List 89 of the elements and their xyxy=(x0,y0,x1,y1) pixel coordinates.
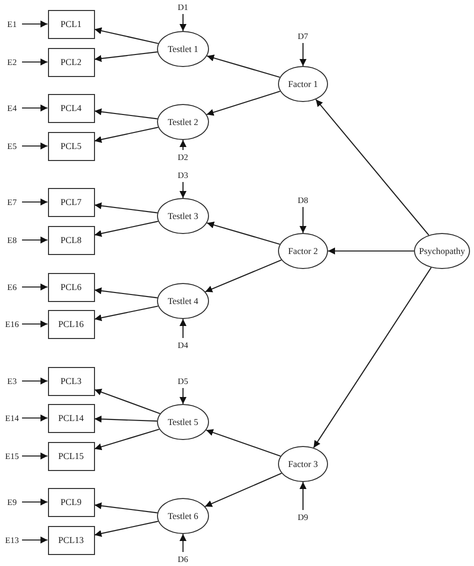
error-term-label: D2 xyxy=(175,152,191,162)
arrow xyxy=(94,51,158,62)
indicator-box: PCL5 xyxy=(48,132,94,160)
arrow xyxy=(180,14,186,31)
latent-variable-ellipse: Testlet 6 xyxy=(157,498,209,534)
arrow xyxy=(22,142,48,150)
arrow xyxy=(206,222,280,245)
indicator-box: PCL9 xyxy=(48,488,94,516)
arrow xyxy=(313,267,432,448)
error-term-label: E8 xyxy=(4,235,20,245)
arrow xyxy=(94,306,158,322)
error-term-label: D9 xyxy=(295,512,311,522)
arrow xyxy=(94,520,158,537)
error-term-label: D1 xyxy=(175,2,191,12)
arrow xyxy=(315,99,430,236)
latent-variable-ellipse: Psychopathy xyxy=(414,233,470,269)
indicator-box: PCL3 xyxy=(48,366,94,396)
arrow xyxy=(180,388,186,404)
error-term-label: E5 xyxy=(4,141,20,151)
error-term-label: D3 xyxy=(175,170,191,180)
error-term-label: E7 xyxy=(4,197,20,207)
arrow xyxy=(94,502,158,514)
indicator-box: PCL7 xyxy=(48,188,94,216)
error-term-label: E6 xyxy=(4,282,20,292)
arrow xyxy=(206,54,280,78)
arrow xyxy=(22,320,48,328)
indicator-box: PCL13 xyxy=(48,526,94,554)
latent-variable-ellipse: Testlet 5 xyxy=(157,404,209,440)
error-term-label: D5 xyxy=(175,376,191,386)
latent-variable-ellipse: Factor 2 xyxy=(278,233,328,269)
indicator-box: PCL1 xyxy=(48,10,94,38)
latent-variable-ellipse: Factor 1 xyxy=(278,66,328,102)
arrow xyxy=(22,104,48,112)
arrow xyxy=(205,260,282,292)
error-term-label: E9 xyxy=(4,497,20,507)
arrow xyxy=(328,248,414,254)
error-term-label: D6 xyxy=(175,554,191,564)
error-term-label: E1 xyxy=(4,19,20,29)
arrow xyxy=(22,20,48,28)
arrow xyxy=(22,498,48,506)
arrow xyxy=(94,428,160,450)
arrow xyxy=(94,126,158,143)
error-term-label: D4 xyxy=(175,340,191,350)
indicator-box: PCL6 xyxy=(48,272,94,302)
latent-variable-ellipse: Testlet 2 xyxy=(157,104,209,140)
latent-variable-ellipse: Testlet 4 xyxy=(157,283,209,319)
arrow xyxy=(94,220,158,237)
latent-variable-ellipse: Testlet 3 xyxy=(157,198,209,234)
arrow xyxy=(94,202,158,214)
indicator-box: PCL2 xyxy=(48,48,94,76)
error-term-label: E15 xyxy=(4,451,20,461)
arrow xyxy=(180,319,186,338)
arrow xyxy=(180,182,186,198)
indicator-box: PCL4 xyxy=(48,94,94,122)
arrow xyxy=(22,378,48,384)
arrow xyxy=(204,472,282,507)
arrow xyxy=(300,482,306,510)
indicator-box: PCL16 xyxy=(48,310,94,338)
arrow xyxy=(22,236,48,244)
arrow xyxy=(206,90,280,116)
arrow xyxy=(22,414,48,422)
arrow xyxy=(94,27,158,44)
error-term-label: D8 xyxy=(295,195,311,205)
latent-variable-ellipse: Factor 3 xyxy=(278,446,328,482)
arrow xyxy=(180,140,186,150)
arrow xyxy=(300,207,306,233)
error-term-label: E2 xyxy=(4,57,20,67)
arrow xyxy=(94,388,160,414)
arrow xyxy=(22,536,48,544)
arrow xyxy=(94,416,158,423)
error-term-label: E4 xyxy=(4,103,20,113)
error-term-label: E16 xyxy=(4,319,20,329)
arrow xyxy=(22,452,48,460)
error-term-label: E13 xyxy=(4,535,20,545)
error-term-label: E14 xyxy=(4,413,20,423)
arrow xyxy=(22,284,48,290)
latent-variable-ellipse: Testlet 1 xyxy=(157,31,209,67)
arrow xyxy=(206,429,281,457)
arrow xyxy=(94,108,158,120)
error-term-label: D7 xyxy=(295,31,311,41)
arrow xyxy=(22,58,48,66)
indicator-box: PCL15 xyxy=(48,442,94,470)
indicator-box: PCL14 xyxy=(48,404,94,432)
error-term-label: E3 xyxy=(4,376,20,386)
indicator-box: PCL8 xyxy=(48,226,94,254)
arrow xyxy=(300,43,306,66)
arrow xyxy=(180,534,186,552)
arrow xyxy=(94,287,158,298)
arrow xyxy=(22,198,48,206)
